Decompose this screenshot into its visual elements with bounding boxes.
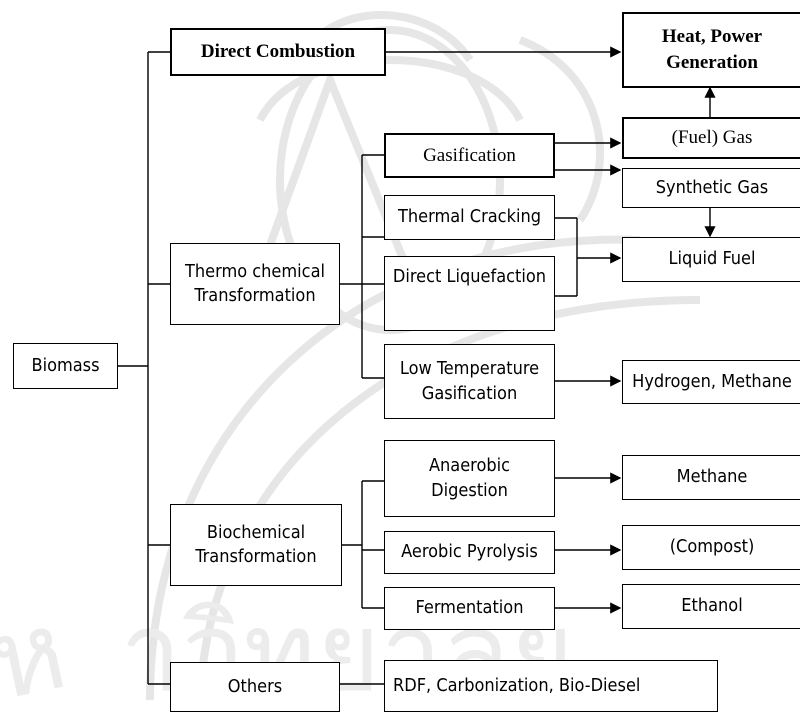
biochem-line-1: Biochemical [206,521,306,543]
direct-liquefaction-node: Direct Liquefaction [384,256,555,331]
biomass-node: Biomass [13,343,118,389]
aerobic-pyrolysis-node: Aerobic Pyrolysis [384,531,555,574]
compost-node: (Compost) [622,525,800,570]
synthetic-gas-node: Synthetic Gas [622,168,800,208]
gasification-node: Gasification [384,133,555,178]
heat-power-generation-node: Heat, Power Generation [622,12,800,88]
thermal-cracking-node: Thermal Cracking [384,195,555,240]
methane-node: Methane [622,455,800,500]
rdf-carbonization-biodiesel-node: RDF, Carbonization, Bio-Diesel [384,660,718,712]
ethanol-node: Ethanol [622,584,800,629]
anaerobic-line-1: Anaerobic [428,455,511,477]
anaerobic-line-2: Digestion [431,479,508,501]
low-temp-line-2: Gasification [421,382,518,404]
liquid-fuel-node: Liquid Fuel [622,237,800,282]
heat-line-1: Heat, Power [661,26,763,48]
thermo-line-1: Thermo chemical [184,260,326,282]
thermo-chemical-transformation-node: Thermo chemical Transformation [170,243,340,325]
direct-combustion-node: Direct Combustion [170,28,386,76]
fuel-gas-node: (Fuel) Gas [622,117,800,159]
biochemical-transformation-node: Biochemical Transformation [170,504,342,586]
hydrogen-methane-node: Hydrogen, Methane [622,360,800,404]
fermentation-node: Fermentation [384,587,555,630]
low-temp-line-1: Low Temperature [399,358,540,380]
others-node: Others [170,662,340,712]
heat-line-2: Generation [666,52,758,73]
low-temperature-gasification-node: Low Temperature Gasification [384,344,555,419]
anaerobic-digestion-node: Anaerobic Digestion [384,440,555,517]
thermo-line-2: Transformation [194,285,316,306]
biochem-line-2: Transformation [195,546,317,567]
